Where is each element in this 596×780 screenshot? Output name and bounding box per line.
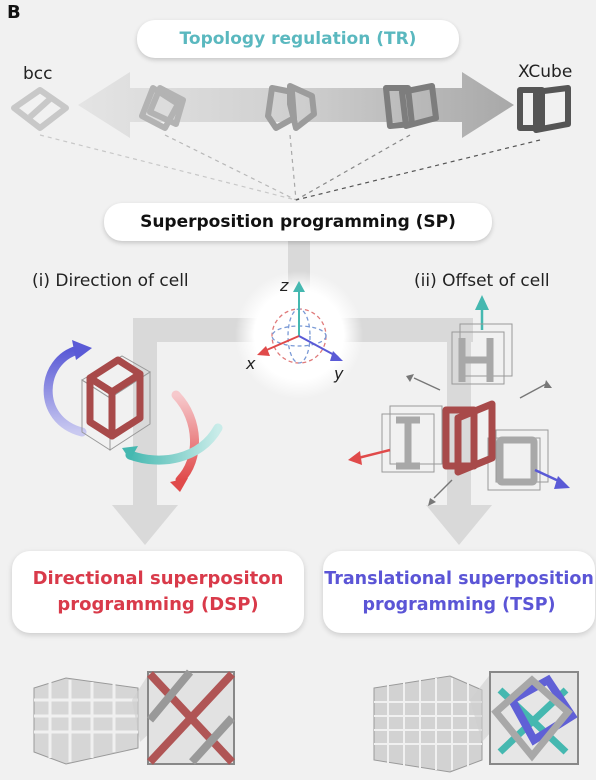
- tr-title: Topology regulation (TR): [179, 29, 417, 49]
- bcc-cell: [11, 87, 69, 131]
- dsp-rotation-illustration: [43, 340, 223, 492]
- panel-label: B: [7, 2, 21, 23]
- offset-label: (ii) Offset of cell: [414, 271, 550, 291]
- dsp-title: Directional superpositon programming (DS…: [32, 568, 284, 615]
- dashed-convergence-lines: [39, 134, 541, 201]
- bcc-label: bcc: [23, 64, 53, 84]
- axis-z-label: z: [280, 276, 289, 295]
- topology-cell-2: [139, 85, 186, 131]
- tr-title-pill: Topology regulation (TR): [137, 20, 459, 58]
- tsp-box: Translational superposition programming …: [323, 551, 595, 633]
- sp-title: Superposition programming (SP): [140, 212, 456, 232]
- tsp-title: Translational superposition programming …: [324, 569, 594, 615]
- tsp-lattice: [373, 671, 579, 773]
- xcube-cell: [517, 85, 571, 133]
- dsp-box: Directional superpositon programming (DS…: [12, 551, 304, 633]
- axis-x-label: x: [246, 354, 256, 373]
- tsp-offset-illustration: [348, 295, 570, 506]
- sp-title-pill: Superposition programming (SP): [104, 203, 492, 241]
- dsp-lattice: [33, 669, 235, 765]
- direction-label: (i) Direction of cell: [32, 271, 189, 291]
- xcube-label: XCube: [518, 62, 573, 82]
- coordinate-sphere: [235, 271, 363, 399]
- topology-cell-4: [383, 83, 439, 129]
- axis-y-label: y: [334, 364, 344, 383]
- topology-cell-3: [265, 83, 317, 131]
